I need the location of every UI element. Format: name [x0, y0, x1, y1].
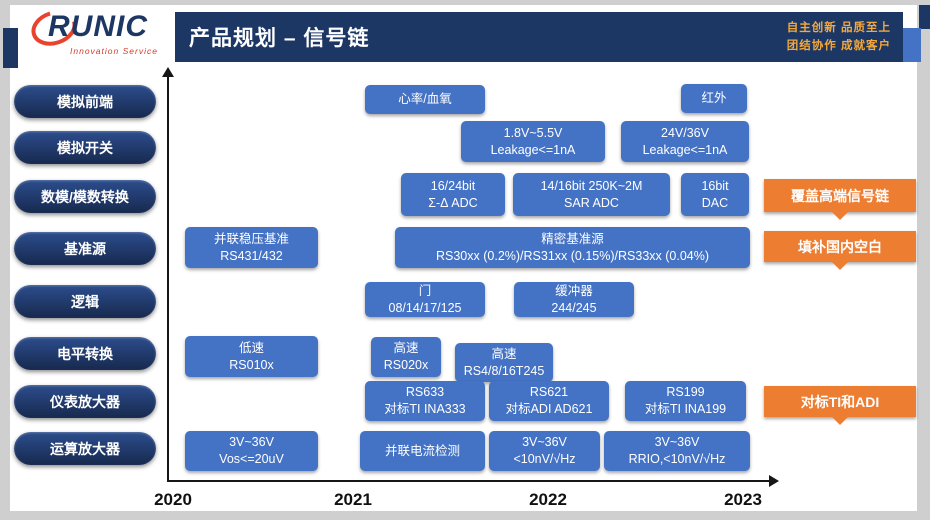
callout-fill-gap: 填补国内空白 [764, 231, 916, 262]
logo-tagline: Innovation Service [70, 46, 158, 56]
roadmap-box-sigma-delta: 16/24bit Σ-Δ ADC [401, 173, 505, 216]
sidebar-item-dac-adc: 数模/模数转换 [14, 180, 156, 213]
sidebar-item-reference: 基准源 [14, 232, 156, 265]
roadmap-box-infrared: 红外 [681, 84, 747, 113]
y-axis-arrow-icon [162, 67, 174, 77]
roadmap-box-rs199: RS199 对标TI INA199 [625, 381, 746, 421]
sidebar-item-op-amp: 运算放大器 [14, 432, 156, 465]
roadmap-box-highspeed-2: 高速 RS4/8/16T245 [455, 343, 553, 382]
sidebar-item-logic: 逻辑 [14, 285, 156, 318]
roadmap-box-lowspeed: 低速 RS010x [185, 336, 318, 377]
sidebar-item-level-shift: 电平转换 [14, 337, 156, 370]
roadmap-box-buffer: 缓冲器 244/245 [514, 282, 634, 317]
roadmap-box-opamp-rrio: 3V~36V RRIO,<10nV/√Hz [604, 431, 750, 471]
roadmap-box-rs633: RS633 对标TI INA333 [365, 381, 485, 421]
roadmap-box-current-sense: 并联电流检测 [360, 431, 485, 471]
roadmap-box-rs621: RS621 对标ADI AD621 [489, 381, 609, 421]
callout-benchmark: 对标TI和ADI [764, 386, 916, 417]
roadmap-box-heart-rate: 心率/血氧 [365, 85, 485, 114]
roadmap-box-precision-ref: 精密基准源 RS30xx (0.2%)/RS31xx (0.15%)/RS33x… [395, 227, 750, 268]
roadmap-box-gates: 门 08/14/17/125 [365, 282, 485, 317]
slogan-line-1: 自主创新 品质至上 [786, 22, 891, 34]
company-slogans: 自主创新 品质至上 团结协作 成就客户 [787, 19, 891, 56]
page-title: 产品规划 – 信号链 [189, 27, 370, 50]
slogan-line-2: 团结协作 成就客户 [786, 40, 891, 53]
roadmap-box-switch-hv: 24V/36V Leakage<=1nA [621, 121, 749, 162]
decor-square-top-right [919, 5, 930, 29]
roadmap-box-highspeed-1: 高速 RS020x [371, 337, 441, 377]
logo-swoosh-icon [30, 6, 86, 59]
decor-square-left [3, 28, 18, 68]
logo-brand-text: RUNIC [48, 10, 148, 43]
roadmap-box-opamp-noise: 3V~36V <10nV/√Hz [489, 431, 600, 471]
y-axis-line [167, 76, 169, 482]
runic-logo: RUNIC Innovation Service [31, 8, 176, 64]
roadmap-box-sar-adc: 14/16bit 250K~2M SAR ADC [513, 173, 670, 216]
year-label-2020: 2020 [154, 490, 192, 509]
callout-highend-chain: 覆盖高端信号链 [764, 179, 916, 212]
decor-square-right [903, 28, 921, 62]
sidebar-item-analog-switch: 模拟开关 [14, 131, 156, 164]
roadmap-box-shunt-ref: 并联稳压基准 RS431/432 [185, 227, 318, 268]
year-label-2023: 2023 [724, 490, 762, 509]
year-label-2022: 2022 [529, 490, 567, 509]
sidebar-item-analog-frontend: 模拟前端 [14, 85, 156, 118]
x-axis-line [167, 480, 771, 482]
roadmap-box-opamp-vos: 3V~36V Vos<=20uV [185, 431, 318, 471]
year-label-2021: 2021 [334, 490, 372, 509]
x-axis-arrow-icon [769, 475, 779, 487]
roadmap-box-dac: 16bit DAC [681, 173, 749, 216]
header-bar: 产品规划 – 信号链 自主创新 品质至上 团结协作 成就客户 [175, 12, 903, 62]
sidebar-item-instrument-amp: 仪表放大器 [14, 385, 156, 418]
roadmap-box-switch-lv: 1.8V~5.5V Leakage<=1nA [461, 121, 605, 162]
